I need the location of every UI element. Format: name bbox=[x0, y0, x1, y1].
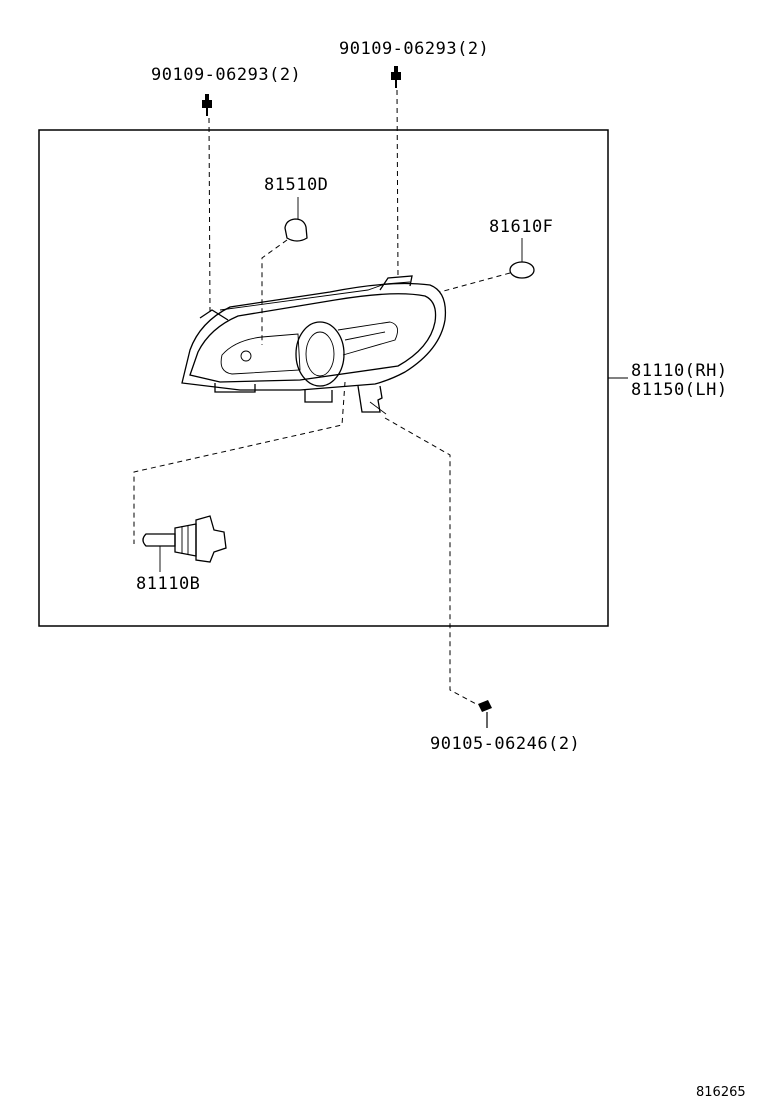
bolt-right-dash-line bbox=[396, 89, 399, 279]
bulb-81610f-icon bbox=[509, 238, 535, 279]
screw-bottom-dash-line bbox=[384, 417, 479, 706]
diagram-id: 816265 bbox=[696, 1085, 746, 1100]
label-assembly-lh: 81150(LH) bbox=[631, 380, 728, 400]
assembly-frame bbox=[38, 129, 609, 627]
label-bolt-left: 90109-06293(2) bbox=[151, 65, 301, 85]
bulb-81510d-dash-line bbox=[261, 239, 288, 345]
bolt-left-dash-line bbox=[208, 117, 211, 313]
headlamp-assembly-icon bbox=[181, 275, 447, 415]
screw-bottom-icon bbox=[478, 700, 492, 728]
bolt-left-icon bbox=[202, 94, 212, 116]
bulb-81610f-dash-line bbox=[439, 272, 511, 293]
label-bulb-f: 81610F bbox=[489, 217, 553, 237]
label-screw-bottom: 90105-06246(2) bbox=[430, 734, 580, 754]
bulb-81110b-dash-line bbox=[133, 381, 346, 544]
label-assembly-rh: 81110(RH) bbox=[631, 361, 728, 381]
label-bulb-d: 81510D bbox=[264, 175, 328, 195]
bulb-81510d-icon bbox=[284, 197, 308, 242]
label-bolt-right: 90109-06293(2) bbox=[339, 39, 489, 59]
bolt-right-icon bbox=[391, 66, 401, 88]
label-bulb-b: 81110B bbox=[136, 574, 200, 594]
bulb-81110b-icon bbox=[142, 515, 227, 572]
